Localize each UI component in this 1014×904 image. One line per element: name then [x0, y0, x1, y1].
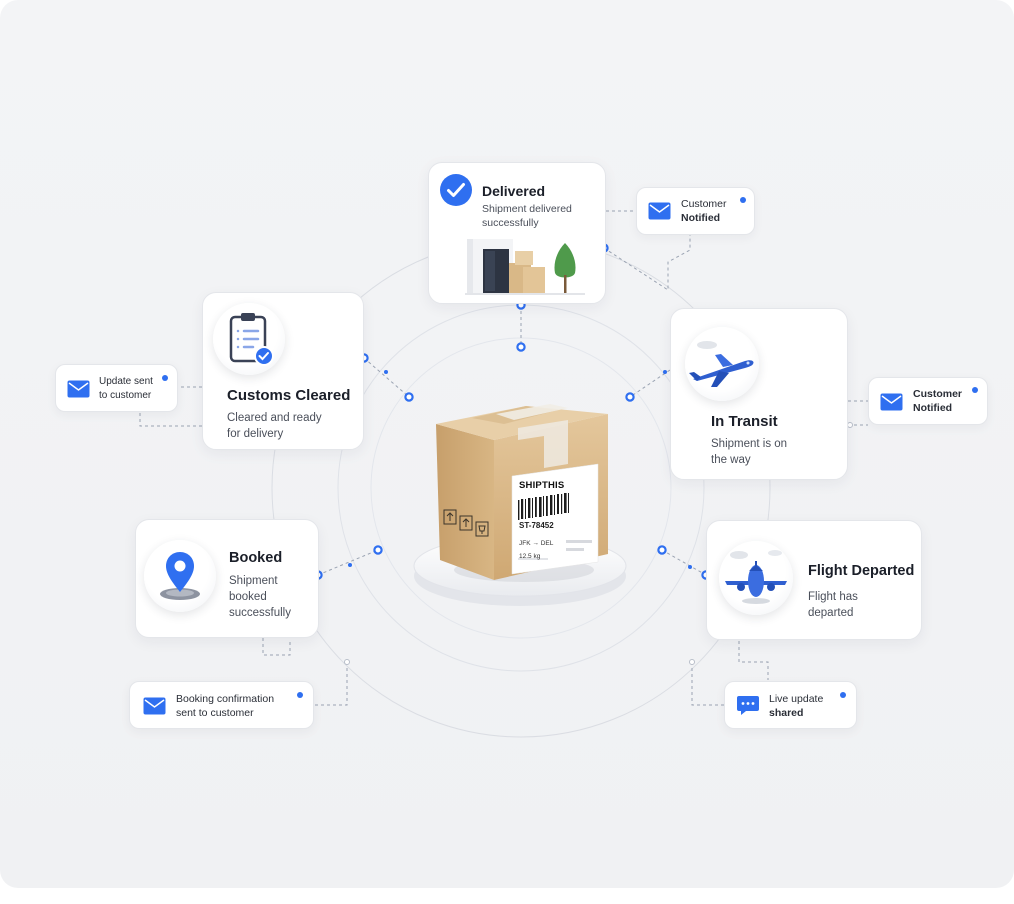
notification-customs[interactable]: Update sent to customer — [55, 364, 178, 412]
stage-card-in-transit[interactable]: In Transit Shipment is on the way — [670, 308, 848, 480]
notification-delivered[interactable]: Customer Notified — [636, 187, 755, 235]
doorstep-delivery-illustration — [465, 239, 585, 295]
notification-line: Booking confirmation — [176, 693, 275, 705]
icon-disc — [144, 540, 216, 612]
icon-disc — [685, 327, 759, 401]
desc-line: Shipment delivered — [482, 203, 572, 215]
central-package: SHIPTHIS ST-78452 JFK → DEL 12.5 kg — [408, 398, 638, 620]
notification-text: Booking confirmation sent to customer — [176, 692, 274, 720]
check-circle-icon — [440, 174, 472, 206]
desc-line: successfully — [229, 607, 291, 619]
envelope-icon — [143, 697, 166, 715]
stage-title: Booked — [229, 550, 283, 566]
stage-title: Delivered — [482, 183, 546, 199]
unread-dot — [740, 197, 746, 203]
stage-card-customs-cleared[interactable]: Customs Cleared Cleared and ready for de… — [202, 292, 364, 450]
unread-dot — [840, 692, 846, 698]
notification-line: Customer — [913, 388, 963, 400]
envelope-icon — [648, 202, 671, 220]
notification-text: Live update shared — [769, 692, 823, 720]
notification-line: sent to customer — [176, 707, 254, 719]
route-arrow: → — [532, 540, 539, 547]
route-to: DEL — [540, 540, 554, 547]
stage-title: In Transit — [711, 413, 778, 430]
envelope-icon — [880, 393, 903, 411]
location-pin-icon — [160, 552, 200, 600]
unread-dot — [162, 375, 168, 381]
notification-line: Notified — [913, 402, 953, 414]
label-weight: 12.5 kg — [519, 553, 541, 560]
notification-text: Customer Notified — [681, 197, 727, 225]
notification-text: Update sent to customer — [99, 375, 153, 403]
stage-description: Shipment is on the way — [711, 436, 787, 468]
stage-description: Shipment booked successfully — [229, 573, 291, 621]
notification-line: Customer — [681, 198, 727, 210]
desc-line: Cleared and ready — [227, 412, 322, 424]
stage-title: Customs Cleared — [227, 387, 351, 404]
label-route: JFK → DEL — [519, 540, 553, 547]
notification-line: shared — [769, 707, 804, 719]
airplane-front-icon — [725, 550, 787, 604]
dashed-connectors — [139, 210, 868, 706]
desc-line: Flight has — [808, 591, 858, 603]
notification-in-transit[interactable]: Customer Notified — [868, 377, 988, 425]
icon-disc — [213, 303, 285, 375]
stage-card-delivered[interactable]: Delivered Shipment delivered successfull… — [428, 162, 606, 304]
notification-flight-departed[interactable]: Live update shared — [724, 681, 857, 729]
chat-bubble-icon — [737, 696, 759, 715]
stage-description: Cleared and ready for delivery — [227, 410, 322, 442]
envelope-icon — [67, 380, 90, 398]
stage-card-flight-departed[interactable]: Flight Departed Flight has departed — [706, 520, 922, 640]
unread-dot — [972, 387, 978, 393]
route-from: JFK — [519, 540, 531, 547]
icon-disc — [719, 541, 793, 615]
desc-line: departed — [808, 607, 854, 619]
notification-line: Live update — [769, 693, 824, 705]
clipboard-check-icon — [229, 313, 274, 366]
desc-line: Shipment — [229, 575, 278, 587]
notification-line: to customer — [99, 390, 152, 401]
notification-text: Customer Notified — [913, 387, 962, 415]
stage-description: Flight has departed — [808, 589, 858, 621]
stage-title: Flight Departed — [808, 563, 915, 579]
notification-booked[interactable]: Booking confirmation sent to customer — [129, 681, 314, 729]
notification-line: Update sent — [99, 376, 153, 387]
notification-line: Notified — [681, 212, 721, 224]
package-illustration — [413, 404, 627, 606]
desc-line: for delivery — [227, 428, 284, 440]
label-brand: SHIPTHIS — [519, 480, 565, 491]
stage-card-booked[interactable]: Booked Shipment booked successfully — [135, 519, 319, 638]
label-tracking-id: ST-78452 — [519, 521, 554, 530]
airplane-icon — [689, 341, 754, 387]
desc-line: Shipment is on — [711, 438, 788, 450]
desc-line: the way — [711, 454, 751, 466]
connector-dots — [348, 370, 692, 569]
desc-line: booked — [229, 591, 267, 603]
stage-description: Shipment delivered successfully — [482, 202, 572, 230]
desc-line: successfully — [482, 217, 539, 229]
unread-dot — [297, 692, 303, 698]
